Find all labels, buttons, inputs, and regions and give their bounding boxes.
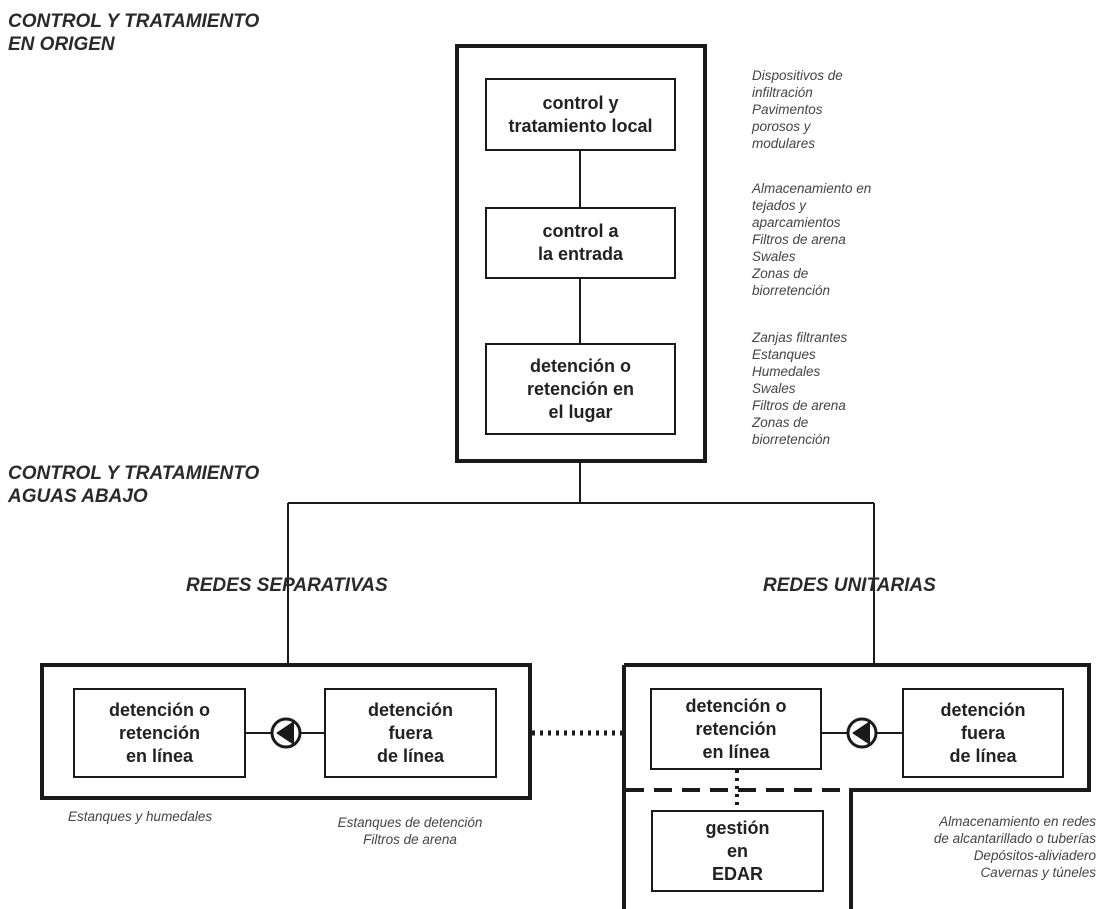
heading-downstream: CONTROL Y TRATAMIENTO AGUAS ABAJO: [8, 463, 260, 507]
label-separate-networks: REDES SEPARATIVAS: [186, 575, 388, 596]
box-combined-inline-label: detención o retención en línea: [685, 695, 787, 762]
box-onsite-detention-label: detención o retención en el lugar: [526, 355, 635, 422]
note-storage: Almacenamiento en redes de alcantarillad…: [933, 814, 1096, 880]
note-ponds: Estanques y humedales: [68, 809, 213, 824]
note-entrance: Almacenamiento en tejados y aparcamiento…: [752, 181, 872, 298]
note-local: Dispositivos de infiltración Pavimentos …: [752, 68, 843, 151]
pump-arrow-icon-separate: [276, 721, 294, 745]
box-combined-offline-label: detención fuera de línea: [940, 699, 1026, 766]
box-separate-offline-label: detención fuera de línea: [367, 699, 453, 766]
box-local-control: control y tratamiento local: [485, 78, 676, 151]
box-entrance-control-label: control a la entrada: [537, 221, 624, 264]
note-detention: Estanques de detención Filtros de arena: [337, 815, 483, 847]
box-local-control-label: control y tratamiento local: [508, 92, 653, 136]
combined-frame: [622, 663, 1091, 909]
box-onsite-detention: detención o retención en el lugar: [485, 343, 676, 435]
note-onsite: Zanjas filtrantes Estanques Humedales Sw…: [752, 330, 848, 447]
origin-frame: [455, 44, 707, 463]
box-edar: gestión en EDAR: [651, 810, 824, 892]
heading-origin: CONTROL Y TRATAMIENTO EN ORIGEN: [8, 11, 260, 55]
separate-frame: [40, 663, 532, 800]
box-separate-inline: detención o retención en línea: [73, 688, 246, 778]
pump-arrow-icon-combined: [852, 721, 870, 745]
box-separate-inline-label: detención o retención en línea: [108, 699, 210, 766]
box-separate-offline: detención fuera de línea: [324, 688, 497, 778]
box-edar-label: gestión en EDAR: [705, 817, 770, 884]
box-combined-offline: detención fuera de línea: [902, 688, 1064, 778]
box-combined-inline: detención o retención en línea: [650, 688, 822, 770]
label-combined-networks: REDES UNITARIAS: [763, 575, 936, 596]
box-entrance-control: control a la entrada: [485, 207, 676, 279]
